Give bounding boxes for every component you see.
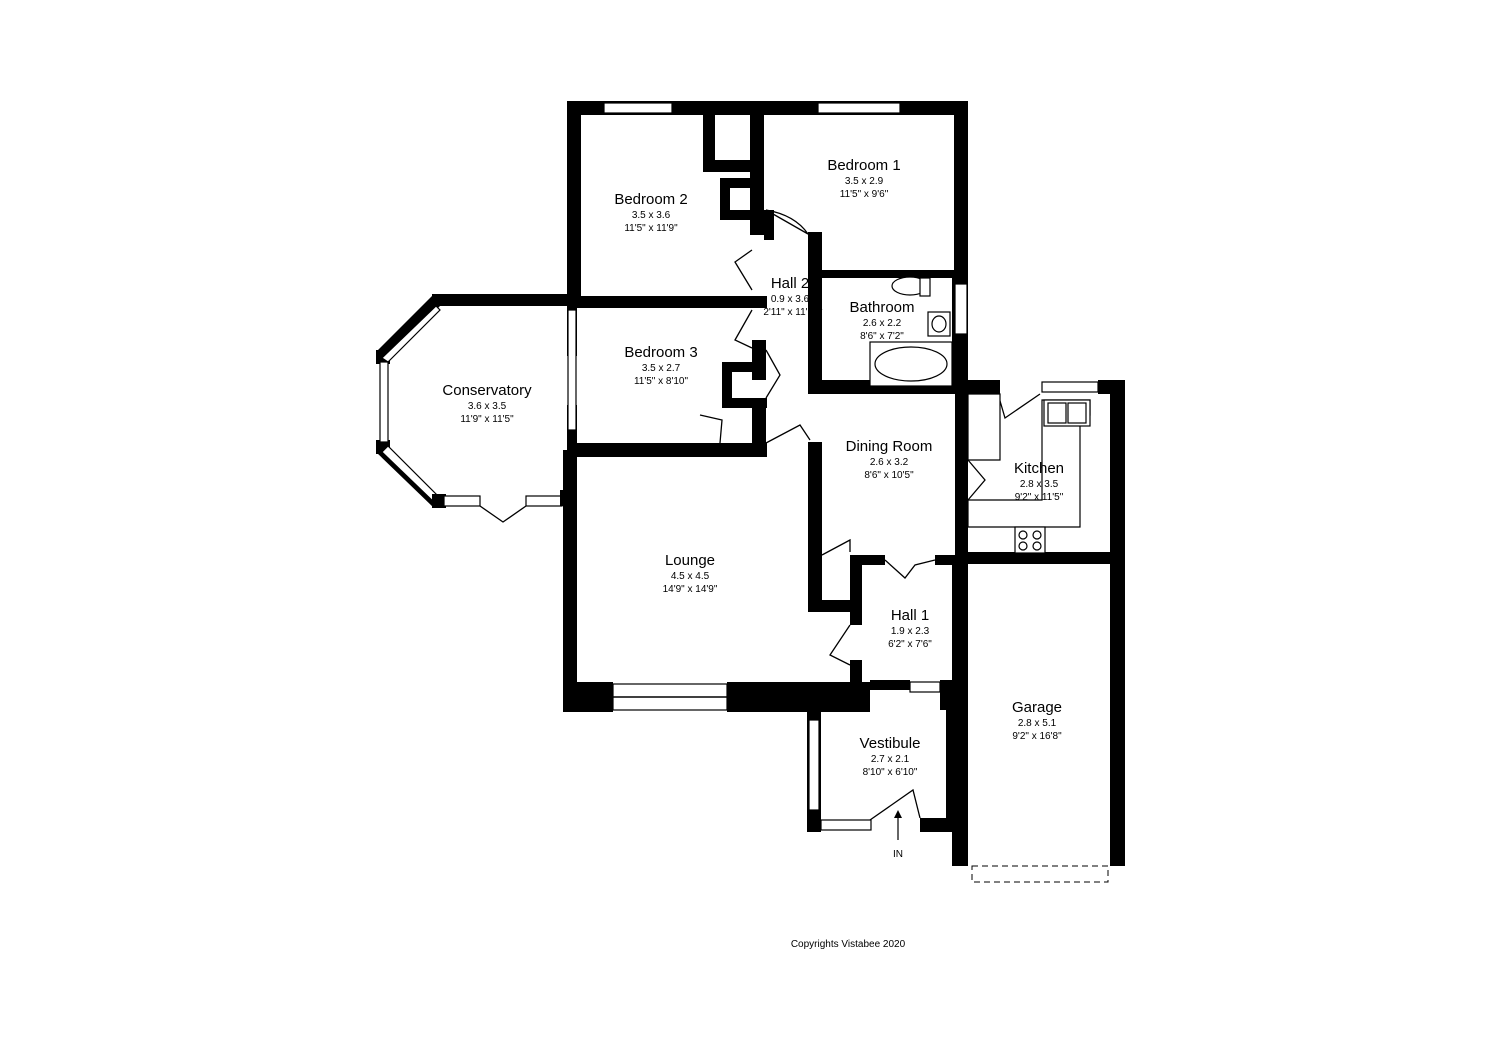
room-name: Hall 1 — [891, 607, 929, 624]
room-name: Garage — [1012, 699, 1062, 716]
conservatory-walls — [376, 296, 577, 508]
room-label-bedroom1: Bedroom 1 3.5 x 2.9 11'5" x 9'6" — [827, 157, 900, 200]
room-size-metric: 1.9 x 2.3 — [891, 626, 930, 637]
room-size-imperial: 14'9" x 14'9" — [663, 584, 718, 595]
room-label-dining: Dining Room 2.6 x 3.2 8'6" x 10'5" — [846, 438, 933, 481]
room-name: Hall 2 — [771, 275, 809, 292]
room-name: Lounge — [665, 552, 715, 569]
room-size-imperial: 11'9" x 11'5" — [460, 414, 514, 425]
room-size-metric: 3.5 x 2.9 — [845, 176, 884, 187]
room-label-hall2: Hall 2 0.9 x 3.6 2'11" x 11'9" — [763, 275, 817, 318]
room-label-kitchen: Kitchen 2.8 x 3.5 9'2" x 11'5" — [1014, 460, 1064, 503]
room-size-imperial: 2'11" x 11'9" — [763, 307, 817, 318]
room-label-garage: Garage 2.8 x 5.1 9'2" x 16'8" — [1012, 699, 1062, 742]
room-size-metric: 2.6 x 3.2 — [870, 457, 909, 468]
room-size-metric: 2.6 x 2.2 — [863, 318, 902, 329]
room-name: Conservatory — [442, 382, 532, 399]
room-name: Dining Room — [846, 438, 933, 455]
room-name: Bedroom 3 — [624, 344, 697, 361]
room-label-conservatory: Conservatory 3.6 x 3.5 11'9" x 11'5" — [442, 382, 532, 425]
room-size-metric: 0.9 x 3.6 — [771, 294, 810, 305]
hob-icon — [1014, 526, 1046, 554]
room-name: Vestibule — [860, 735, 921, 752]
entrance-label: IN — [893, 849, 903, 860]
fixtures — [869, 276, 1091, 554]
room-size-metric: 2.7 x 2.1 — [871, 754, 910, 765]
room-name: Bedroom 1 — [827, 157, 900, 174]
room-size-metric: 2.8 x 3.5 — [1020, 479, 1059, 490]
room-size-imperial: 8'6" x 7'2" — [860, 331, 904, 342]
room-size-metric: 3.5 x 3.6 — [632, 210, 671, 221]
entrance-marker: IN — [893, 810, 903, 860]
room-size-metric: 3.5 x 2.7 — [642, 363, 681, 374]
room-size-imperial: 8'6" x 10'5" — [864, 470, 914, 481]
room-size-imperial: 11'5" x 9'6" — [840, 189, 889, 200]
room-size-metric: 2.8 x 5.1 — [1018, 718, 1057, 729]
room-label-bedroom2: Bedroom 2 3.5 x 3.6 11'5" x 11'9" — [614, 191, 687, 234]
room-label-bathroom: Bathroom 2.6 x 2.2 8'6" x 7'2" — [849, 299, 914, 342]
room-size-imperial: 8'10" x 6'10" — [863, 767, 918, 778]
room-size-imperial: 9'2" x 11'5" — [1015, 492, 1064, 503]
copyright-text: Copyrights Vistabee 2020 — [791, 939, 906, 950]
room-size-metric: 4.5 x 4.5 — [671, 571, 710, 582]
room-size-imperial: 11'5" x 8'10" — [634, 376, 689, 387]
room-label-vestibule: Vestibule 2.7 x 2.1 8'10" x 6'10" — [860, 735, 921, 778]
room-size-imperial: 11'5" x 11'9" — [624, 223, 678, 234]
room-label-hall1: Hall 1 1.9 x 2.3 6'2" x 7'6" — [888, 607, 932, 650]
room-name: Bedroom 2 — [614, 191, 687, 208]
room-label-bedroom3: Bedroom 3 3.5 x 2.7 11'5" x 8'10" — [624, 344, 697, 387]
room-name: Kitchen — [1014, 460, 1064, 477]
room-size-imperial: 9'2" x 16'8" — [1012, 731, 1062, 742]
room-label-lounge: Lounge 4.5 x 4.5 14'9" x 14'9" — [663, 552, 718, 595]
windows — [603, 102, 1109, 883]
room-name: Bathroom — [849, 299, 914, 316]
room-size-metric: 3.6 x 3.5 — [468, 401, 507, 412]
room-size-imperial: 6'2" x 7'6" — [888, 639, 932, 650]
